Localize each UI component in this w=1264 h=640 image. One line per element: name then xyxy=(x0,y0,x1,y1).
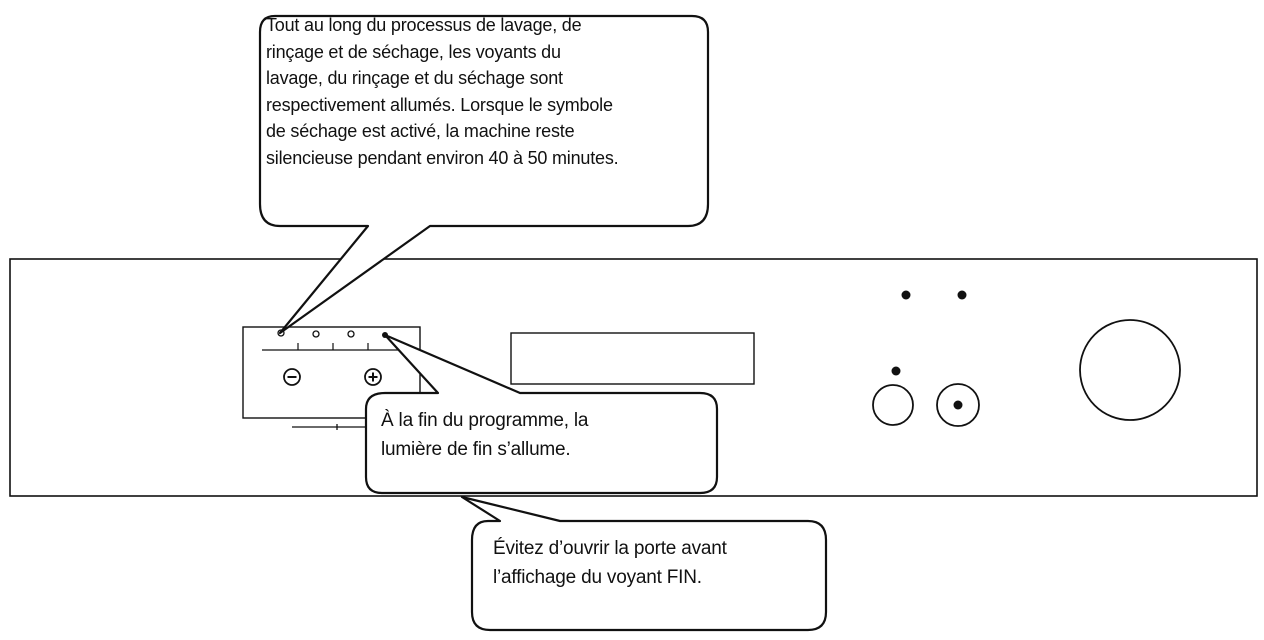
program-button[interactable] xyxy=(872,384,914,426)
wash-indicator-light xyxy=(277,329,285,337)
callout-bubble-end-light xyxy=(364,333,719,495)
rinse-indicator-light xyxy=(312,330,320,338)
status-dot xyxy=(901,290,911,300)
callout-bubble-door-warning xyxy=(460,495,828,632)
callout-line: lumière de fin s’allume. xyxy=(381,439,571,460)
callout-bubble-cycle-indicators xyxy=(258,14,710,335)
minus-button[interactable] xyxy=(283,368,301,386)
callout-line: silencieuse pendant environ 40 à 50 minu… xyxy=(266,147,619,168)
callout-line: lavage, du rinçage et du séchage sont xyxy=(266,68,563,88)
power-knob[interactable] xyxy=(1079,319,1181,421)
callout-line: À la fin du programme, la xyxy=(381,410,589,431)
callout-line: de séchage est activé, la machine reste xyxy=(266,121,575,141)
callout-line: rinçage et de séchage, les voyants du xyxy=(266,41,561,62)
plus-button[interactable] xyxy=(364,368,382,386)
callout-line: Évitez d’ouvrir la porte avant xyxy=(493,538,727,559)
callout-line: respectivement allumés. Lorsque le symbo… xyxy=(266,94,613,115)
callout-line: Tout au long du processus de lavage, de xyxy=(266,15,582,35)
callout-text-cycle-indicators: Tout au long du processus de lavage, de … xyxy=(266,12,619,171)
button-indicator-dot xyxy=(891,366,901,376)
status-dot xyxy=(957,290,967,300)
callout-text-end-light: À la fin du programme, la lumière de fin… xyxy=(381,406,588,464)
dry-indicator-light xyxy=(347,330,355,338)
start-button[interactable] xyxy=(936,383,980,427)
callout-text-door-warning: Évitez d’ouvrir la porte avant l’afficha… xyxy=(493,534,727,592)
callout-line: l’affichage du voyant FIN. xyxy=(493,567,702,588)
control-panel-outline xyxy=(9,258,1258,497)
display-window xyxy=(510,332,755,385)
